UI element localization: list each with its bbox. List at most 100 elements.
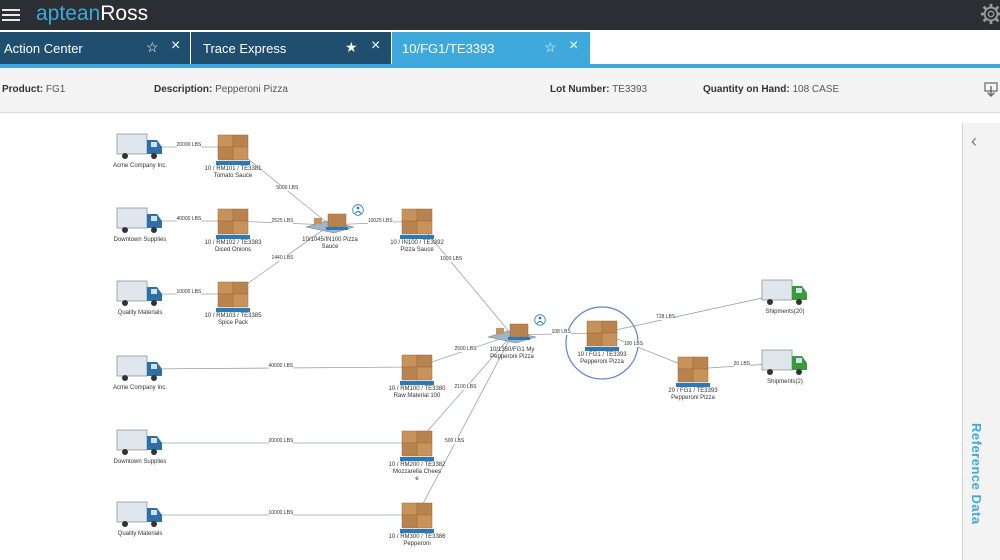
shipment-label: Shipments(20) xyxy=(765,309,805,315)
description-label: Description: xyxy=(154,84,213,95)
supplier-label: Acme Company Inc. xyxy=(112,385,168,391)
settings-gear-icon[interactable] xyxy=(980,3,1000,25)
edge-quantity-label: 20000 LBS xyxy=(176,142,202,148)
chevron-left-icon[interactable]: ‹ xyxy=(971,131,977,151)
tab-label: 10/FG1/TE3393 xyxy=(402,41,495,56)
edge-quantity-label: 10000 LBS xyxy=(176,289,202,295)
edge-line xyxy=(601,292,786,334)
edge-quantity-label: 40000 LBS xyxy=(176,216,202,222)
operator-icon xyxy=(352,203,364,221)
supplier-truck-icon[interactable] xyxy=(116,205,164,240)
product-value: FG1 xyxy=(45,84,66,95)
star-filled-icon[interactable]: ★ xyxy=(345,39,358,55)
tab-label: Trace Express xyxy=(203,41,287,56)
supplier-truck-icon[interactable] xyxy=(116,499,164,534)
edge-quantity-label: 2500 LBS xyxy=(454,346,477,352)
star-icon[interactable]: ☆ xyxy=(544,39,557,55)
lot-value: TE3393 xyxy=(612,84,648,95)
operator-icon xyxy=(534,313,546,331)
edge-quantity-label: 20000 LBS xyxy=(268,438,294,444)
lot-pallet-icon[interactable] xyxy=(215,207,251,246)
supplier-truck-icon[interactable] xyxy=(116,278,164,313)
production-batch-icon[interactable] xyxy=(304,211,356,240)
supplier-truck-icon[interactable] xyxy=(116,131,164,166)
supplier-label: Quality Materials xyxy=(117,310,163,316)
close-icon[interactable]: × xyxy=(171,37,181,54)
lot-info-bar: Product: FG1 Description: Pepperoni Pizz… xyxy=(0,68,1000,113)
brand-text-ross: Ross xyxy=(100,2,149,25)
app-logo: apteanRoss xyxy=(36,3,148,25)
tab-label: Action Center xyxy=(4,41,83,56)
supplier-label: Quality Materials xyxy=(117,531,163,537)
tab-underline xyxy=(0,64,1000,68)
lot-pallet-icon[interactable] xyxy=(399,429,435,468)
supplier-label: Downtown Supplies xyxy=(113,459,167,465)
quantity-label: Quantity on Hand: xyxy=(703,84,790,95)
tab-bar: Action Center ☆ × Trace Express ★ × 10/F… xyxy=(0,30,1000,64)
reference-data-panel[interactable]: ‹ Reference Data xyxy=(962,123,1000,560)
supplier-truck-icon[interactable] xyxy=(116,427,164,462)
edge-quantity-label: 1000 LBS xyxy=(440,255,463,262)
edge-quantity-label: 100 LBS xyxy=(623,340,644,347)
shipment-label: Shipments(2) xyxy=(767,379,803,385)
description-value: Pepperoni Pizza xyxy=(215,84,288,95)
quantity-info: Quantity on Hand: 108 CASE xyxy=(703,84,839,95)
edge-quantity-label: 10025 LBS xyxy=(367,217,393,224)
description-info: Description: Pepperoni Pizza xyxy=(154,84,288,95)
close-icon[interactable]: × xyxy=(371,37,381,54)
tab-lot-trace[interactable]: 10/FG1/TE3393 ☆ × xyxy=(392,32,590,64)
close-icon[interactable]: × xyxy=(569,37,579,54)
edge-line xyxy=(416,220,513,336)
menu-icon[interactable] xyxy=(2,6,20,22)
top-bar: apteanRoss xyxy=(0,0,1000,30)
supplier-truck-icon[interactable] xyxy=(116,353,164,388)
brand-text-aptean: aptean xyxy=(36,2,101,25)
shipment-truck-icon[interactable] xyxy=(761,277,809,312)
lot-label: Lot Number: xyxy=(550,84,610,95)
edge-quantity-label: 20 LBS xyxy=(733,360,750,367)
edge-quantity-label: 2525 LBS xyxy=(271,218,294,224)
edge-quantity-label: 5000 LBS xyxy=(276,184,299,191)
supplier-label: Downtown Supplies xyxy=(113,237,167,243)
product-info: Product: FG1 xyxy=(2,84,65,95)
lot-pallet-icon[interactable] xyxy=(584,319,620,358)
star-icon[interactable]: ☆ xyxy=(146,39,159,55)
tab-trace-express[interactable]: Trace Express ★ × xyxy=(191,32,391,64)
lot-number-info: Lot Number: TE3393 xyxy=(550,84,647,95)
tab-action-center[interactable]: Action Center ☆ × xyxy=(0,32,190,64)
lot-pallet-icon[interactable] xyxy=(399,353,435,392)
lot-pallet-icon[interactable] xyxy=(215,133,251,172)
lot-pallet-icon[interactable] xyxy=(399,207,435,246)
lot-pallet-icon[interactable] xyxy=(215,280,251,319)
production-batch-icon[interactable] xyxy=(486,321,538,350)
edge-quantity-label: 728 LBS xyxy=(656,314,676,320)
product-label: Product: xyxy=(2,84,44,95)
lot-pallet-icon[interactable] xyxy=(399,501,435,540)
lot-pallet-icon[interactable] xyxy=(675,355,711,394)
quantity-value: 108 CASE xyxy=(792,84,840,95)
edge-quantity-label: 1440 LBS xyxy=(271,254,294,261)
edge-line xyxy=(416,334,513,516)
download-icon[interactable] xyxy=(984,82,998,98)
graph-edges xyxy=(139,146,786,516)
edge-quantity-label: 10000 LBS xyxy=(268,510,294,516)
edge-quantity-label: 500 LBS xyxy=(445,438,465,444)
edge-quantity-label: 40000 LBS xyxy=(268,363,294,369)
supplier-label: Acme Company Inc. xyxy=(112,163,168,169)
reference-data-label[interactable]: Reference Data xyxy=(969,423,984,525)
shipment-truck-icon[interactable] xyxy=(761,347,809,382)
edge-quantity-label: 2100 LBS xyxy=(454,384,477,390)
edge-quantity-label: 108 LBS xyxy=(551,328,571,335)
